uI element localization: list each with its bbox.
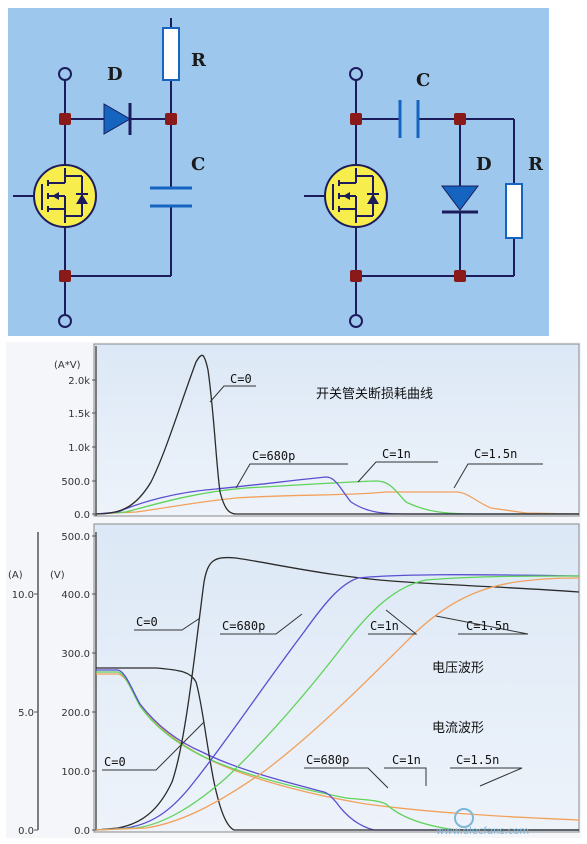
left-resistor-symbol xyxy=(162,27,180,81)
current-curve-c0 xyxy=(96,667,579,831)
voltage-axis-unit: (V) xyxy=(50,570,65,581)
loss-curve-c680 xyxy=(95,476,579,515)
left-resistor-label: R xyxy=(191,50,207,71)
loss-curve-c1n xyxy=(95,480,579,515)
watermark-logo-icon xyxy=(454,808,474,828)
left-diode-symbol xyxy=(103,103,132,135)
loss-curve-c15n xyxy=(95,491,580,515)
current-tick: 0.0 xyxy=(18,826,34,837)
right-diode-symbol xyxy=(441,185,479,214)
current-label-c680: C=680p xyxy=(306,753,349,767)
vi-plot: (A) (V) 10.0 5.0 0.0 500.0 400.0 300.0 2… xyxy=(8,523,580,837)
voltage-tick: 300.0 xyxy=(61,649,90,660)
right-terminal-top xyxy=(349,67,363,81)
right-mosfet-symbol xyxy=(324,164,388,228)
circuit-background xyxy=(8,8,549,336)
loss-plot-unit: (A*V) xyxy=(54,360,81,371)
vi-plot-area xyxy=(93,523,580,833)
snubber-circuits-diagram: D R C xyxy=(8,8,549,336)
left-circuit-rcd xyxy=(13,18,172,314)
right-capacitor-symbol xyxy=(398,100,420,138)
current-curve-c680 xyxy=(96,669,579,831)
left-mosfet-symbol xyxy=(33,164,97,228)
current-waveform-title: 电流波形 xyxy=(432,721,484,736)
loss-curve-c0 xyxy=(95,354,579,515)
voltage-tick: 500.0 xyxy=(61,532,90,543)
voltage-tick: 400.0 xyxy=(61,590,90,601)
waveform-plots: (A*V) 2.0k 1.5k 1.0k 500.0 0.0 C=0 C=680… xyxy=(6,342,581,838)
current-axis-ticks: 10.0 5.0 0.0 xyxy=(12,590,38,837)
current-label-c0: C=0 xyxy=(104,755,126,769)
loss-tick: 2.0k xyxy=(68,376,90,387)
voltage-curve-c680 xyxy=(95,574,580,831)
voltage-axis-ticks: 500.0 400.0 300.0 200.0 100.0 0.0 xyxy=(61,532,96,837)
loss-tick: 0.0 xyxy=(74,510,90,521)
voltage-label-c15n: C=1.5n xyxy=(466,619,509,633)
voltage-curve-c1n xyxy=(95,575,580,831)
loss-plot-title: 开关管关断损耗曲线 xyxy=(316,387,433,402)
left-capacitor-symbol xyxy=(150,186,192,208)
loss-label-c0: C=0 xyxy=(230,372,252,386)
left-terminal-top xyxy=(58,67,72,81)
loss-label-c1n: C=1n xyxy=(382,447,411,461)
loss-plot: (A*V) 2.0k 1.5k 1.0k 500.0 0.0 C=0 C=680… xyxy=(54,343,580,521)
voltage-label-c1n: C=1n xyxy=(370,619,399,633)
voltage-tick: 0.0 xyxy=(74,826,90,837)
left-capacitor-label: C xyxy=(191,154,205,175)
right-terminal-bottom xyxy=(349,314,363,328)
current-tick: 5.0 xyxy=(18,708,34,719)
current-label-c1n: C=1n xyxy=(392,753,421,767)
voltage-label-c0: C=0 xyxy=(136,615,158,629)
right-resistor-label: R xyxy=(528,154,544,175)
current-axis-unit: (A) xyxy=(8,570,23,581)
voltage-waveform-title: 电压波形 xyxy=(432,661,484,676)
current-tick: 10.0 xyxy=(12,590,34,601)
loss-tick: 500.0 xyxy=(61,477,90,488)
loss-tick: 1.5k xyxy=(68,409,90,420)
left-junction-nodes xyxy=(59,113,177,282)
voltage-curve-c0 xyxy=(95,556,580,831)
current-label-c15n: C=1.5n xyxy=(456,753,499,767)
voltage-label-c680: C=680p xyxy=(222,619,265,633)
right-junction-nodes xyxy=(350,113,466,282)
current-curve-c1n xyxy=(96,671,579,831)
right-capacitor-label: C xyxy=(416,70,430,91)
loss-label-c680: C=680p xyxy=(252,449,295,463)
right-resistor-symbol xyxy=(505,183,523,239)
loss-label-c15n: C=1.5n xyxy=(474,447,517,461)
watermark: www.elecfans.com xyxy=(436,808,529,837)
right-circuit-rcd xyxy=(304,80,515,314)
watermark-text: www.elecfans.com xyxy=(436,826,529,837)
voltage-curve-c15n xyxy=(95,577,580,831)
loss-plot-area xyxy=(93,343,580,517)
voltage-tick: 200.0 xyxy=(61,708,90,719)
left-terminal-bottom xyxy=(58,314,72,328)
loss-tick: 1.0k xyxy=(68,443,90,454)
voltage-tick: 100.0 xyxy=(61,767,90,778)
left-diode-label: D xyxy=(107,64,123,85)
loss-plot-ticks: 2.0k 1.5k 1.0k 500.0 0.0 xyxy=(61,376,96,521)
right-diode-label: D xyxy=(476,154,492,175)
